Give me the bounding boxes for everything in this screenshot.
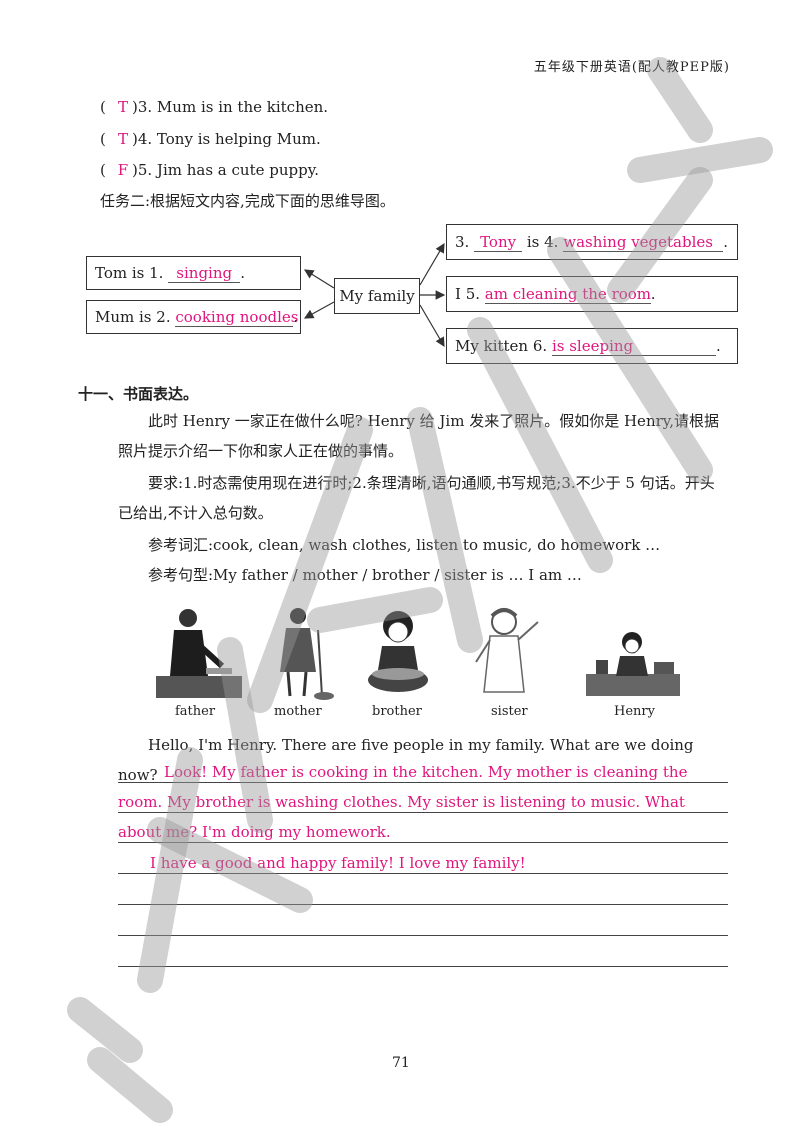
- sister-picture: [475, 608, 539, 693]
- tf-item-4: (T)4. Tony is helping Mum.: [100, 130, 321, 148]
- label-henry: Henry: [614, 704, 655, 719]
- tom-answer: singing: [168, 264, 241, 283]
- tf-text: )4. Tony is helping Mum.: [132, 130, 321, 148]
- writing-line: [118, 873, 728, 874]
- writing-line: [118, 782, 728, 783]
- mindmap-tom-box: Tom is 1. singing .: [86, 256, 301, 290]
- tf-text: )3. Mum is in the kitchen.: [132, 98, 329, 116]
- writing-line: [118, 935, 728, 936]
- tf-item-5: (F)5. Jim has a cute puppy.: [100, 161, 319, 179]
- mindmap-arrows: [303, 242, 446, 348]
- answer-line-3: about me? I'm doing my homework.: [118, 823, 391, 841]
- reference-sentences: 参考句型:My father / mother / brother / sist…: [148, 566, 582, 584]
- writing-start: Hello, I'm Henry. There are five people …: [118, 736, 694, 784]
- father-picture: [156, 609, 242, 698]
- kitten-answer: is sleeping: [551, 337, 716, 356]
- section-title: 十一、书面表达。: [78, 385, 199, 403]
- tony-name: Tony: [474, 233, 523, 252]
- tf-text: )5. Jim has a cute puppy.: [132, 161, 319, 179]
- writing-line: [118, 966, 728, 967]
- writing-line: [118, 812, 728, 813]
- label-father: father: [175, 704, 216, 719]
- tf-answer: F: [117, 161, 129, 179]
- writing-line: [118, 842, 728, 843]
- mindmap-mum-box: Mum is 2. cooking noodles .: [86, 300, 301, 334]
- mindmap-tony-box: 3. Tony is 4. washing vegetables .: [446, 224, 738, 260]
- page-header: 五年级下册英语(配人教PEP版): [533, 60, 730, 75]
- brother-picture: [368, 611, 428, 692]
- tf-answer: T: [117, 130, 128, 148]
- tf-answer: T: [117, 98, 128, 116]
- answer-line-1: Look! My father is cooking in the kitche…: [164, 763, 688, 781]
- mindmap-center-label: My family: [339, 287, 415, 305]
- label-brother: brother: [372, 704, 422, 719]
- label-sister: sister: [491, 704, 528, 719]
- answer-line-4: I have a good and happy family! I love m…: [150, 854, 526, 872]
- mother-picture: [280, 608, 334, 700]
- henry-picture: [586, 632, 680, 696]
- mindmap-center: My family: [334, 278, 420, 314]
- me-answer: am cleaning the room: [484, 284, 652, 304]
- tf-item-3: (T)3. Mum is in the kitchen.: [100, 98, 329, 116]
- tony-answer: washing vegetables: [563, 233, 724, 252]
- task2-instruction: 任务二:根据短文内容,完成下面的思维导图。: [100, 192, 395, 210]
- writing-line: [118, 904, 728, 905]
- mindmap-kitten-box: My kitten 6. is sleeping .: [446, 328, 738, 364]
- family-pictures: [156, 608, 680, 700]
- page-number: 71: [392, 1055, 410, 1071]
- answer-line-2: room. My brother is washing clothes. My …: [118, 793, 685, 811]
- label-mother: mother: [274, 704, 322, 719]
- task-requirements: 要求:1.时态需使用现在进行时;2.条理清晰,语句通顺,书写规范;3.不少于 5…: [118, 474, 715, 522]
- task-description: 此时 Henry 一家正在做什么呢? Henry 给 Jim 发来了照片。假如你…: [118, 412, 720, 460]
- reference-words: 参考词汇:cook, clean, wash clothes, listen t…: [148, 536, 661, 554]
- mum-answer: cooking noodles: [175, 307, 299, 327]
- mindmap-me-box: I 5. am cleaning the room .: [446, 276, 738, 312]
